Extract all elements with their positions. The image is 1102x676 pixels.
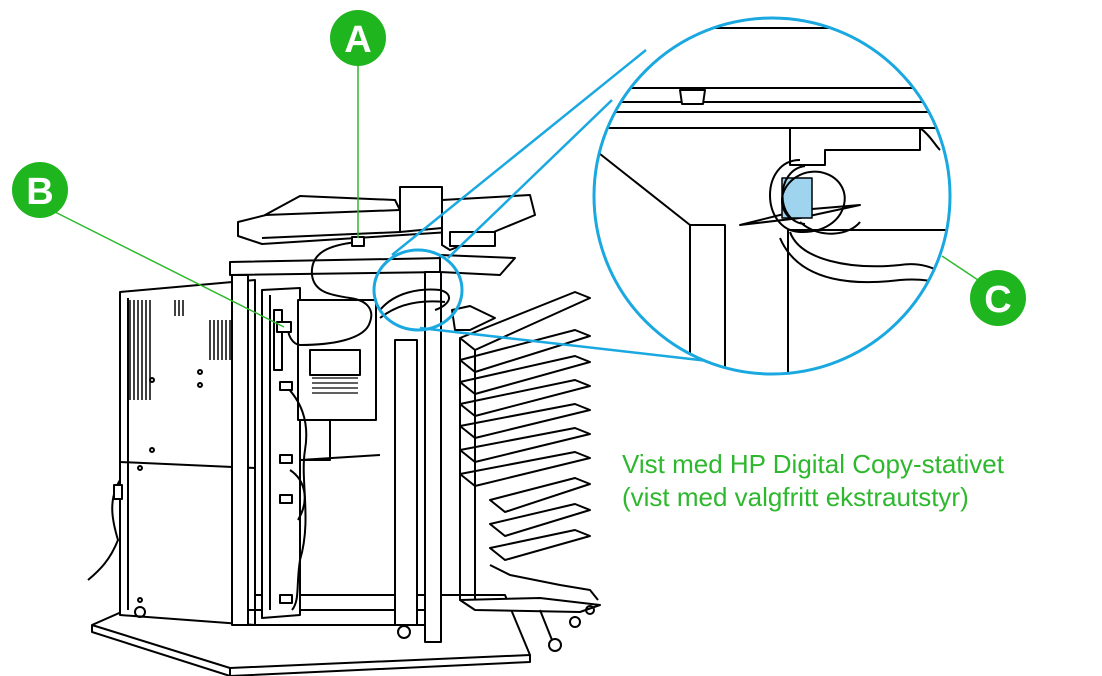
caption-line-1: Vist med HP Digital Copy-stativet [622, 449, 1004, 479]
caption-line-2: (vist med valgfritt ekstrautstyr) [622, 482, 969, 512]
output-bins [451, 291, 591, 561]
callout-c-letter: C [984, 279, 1011, 321]
zoom-detail-circle [592, 16, 952, 376]
diagram-caption: Vist med HP Digital Copy-stativet (vist … [622, 448, 1004, 514]
callout-a: A [330, 10, 386, 66]
callout-a-letter: A [344, 19, 371, 61]
callout-c: C [970, 270, 1026, 326]
side-vents [129, 300, 231, 400]
callout-b-letter: B [26, 171, 53, 213]
callout-b: B [12, 162, 68, 218]
printer-illustration [87, 186, 601, 676]
leader-lines [54, 58, 979, 328]
zoom-indicator [372, 49, 753, 368]
